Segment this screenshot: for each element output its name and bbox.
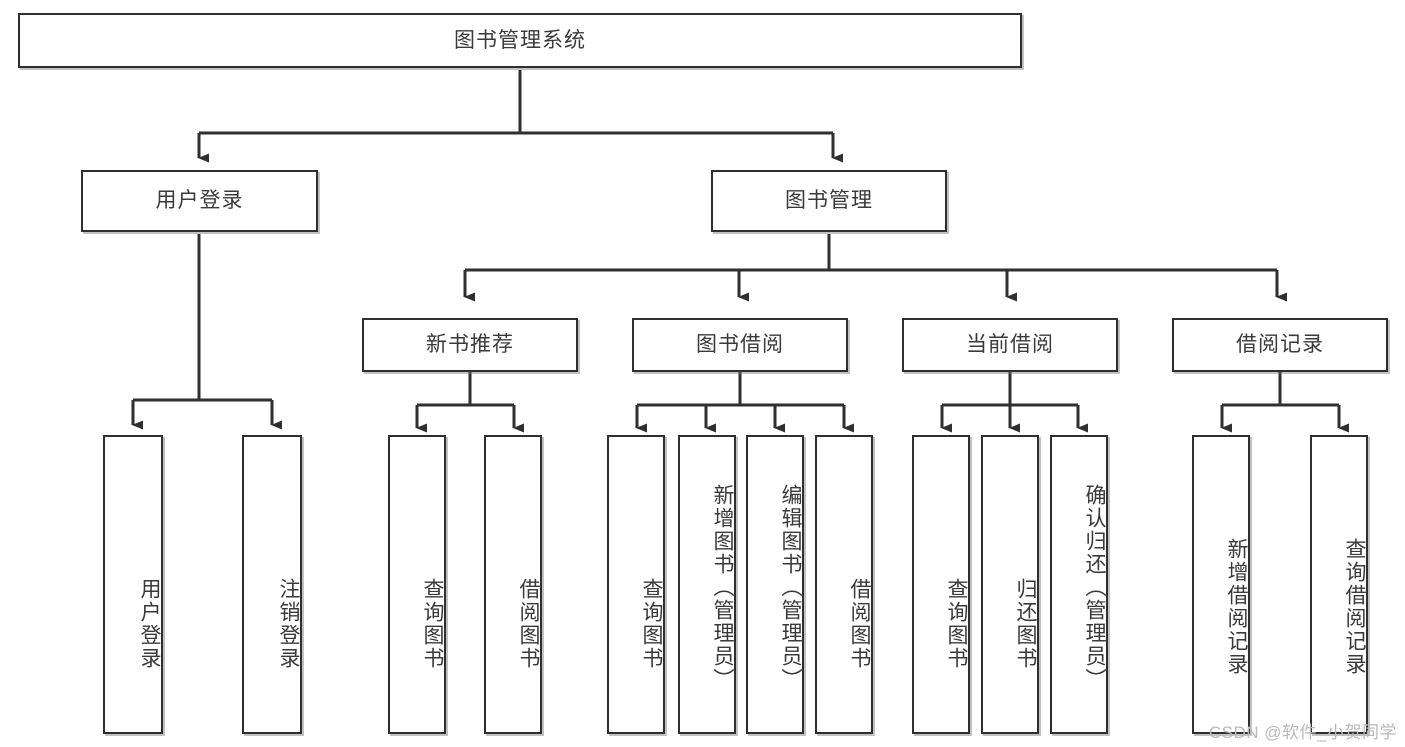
node-leaf-query-book-3[interactable]: 查询图书 <box>912 435 970 734</box>
node-leaf-add-record[interactable]: 新增借阅记录 <box>1192 435 1250 734</box>
node-leaf-query-book-1[interactable]: 查询图书 <box>388 435 446 734</box>
node-leaf-user-login[interactable]: 用户登录 <box>103 435 163 734</box>
node-book-management[interactable]: 图书管理 <box>711 170 947 232</box>
node-leaf-logout[interactable]: 注销登录 <box>242 435 302 734</box>
node-book-borrow[interactable]: 图书借阅 <box>632 318 848 372</box>
node-leaf-confirm-return[interactable]: 确认归还（管理员） <box>1050 435 1108 734</box>
node-leaf-return-book[interactable]: 归还图书 <box>981 435 1039 734</box>
node-leaf-query-book-2[interactable]: 查询图书 <box>607 435 665 734</box>
node-leaf-query-record[interactable]: 查询借阅记录 <box>1310 435 1368 734</box>
node-leaf-borrow-book-1[interactable]: 借阅图书 <box>484 435 542 734</box>
node-borrow-record[interactable]: 借阅记录 <box>1172 318 1388 372</box>
node-root-system[interactable]: 图书管理系统 <box>18 13 1022 68</box>
node-user-login[interactable]: 用户登录 <box>81 170 318 232</box>
node-leaf-edit-book[interactable]: 编辑图书（管理员） <box>746 435 804 734</box>
node-leaf-add-book[interactable]: 新增图书（管理员） <box>678 435 736 734</box>
node-new-book-recommend[interactable]: 新书推荐 <box>362 318 578 372</box>
node-current-borrow[interactable]: 当前借阅 <box>902 318 1118 372</box>
node-leaf-borrow-book-2[interactable]: 借阅图书 <box>815 435 873 734</box>
csdn-watermark: CSDN @软件_小贺同学 <box>1208 723 1397 742</box>
